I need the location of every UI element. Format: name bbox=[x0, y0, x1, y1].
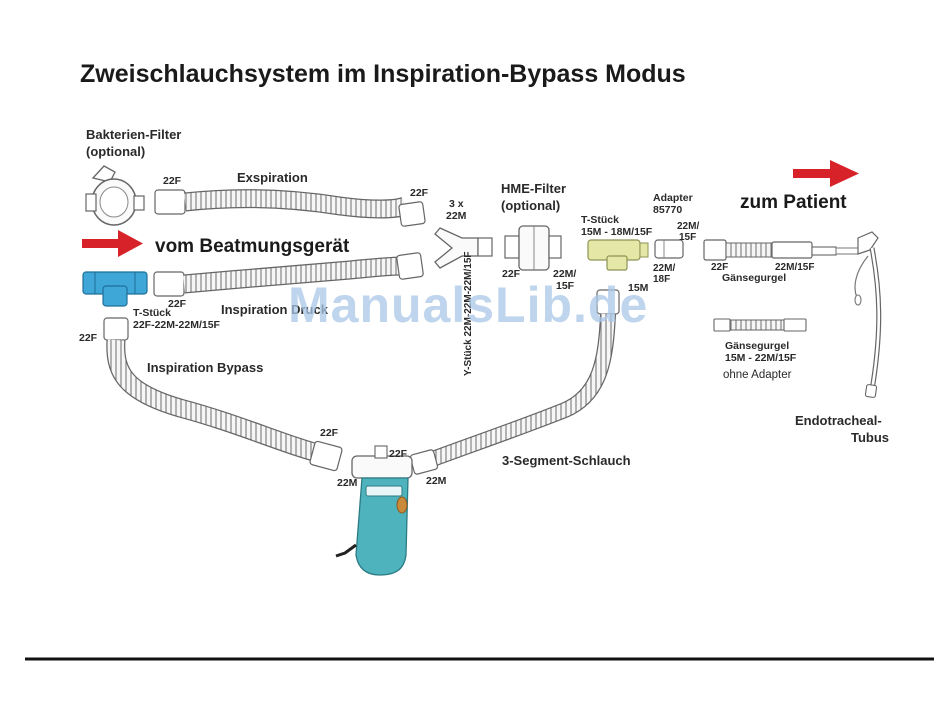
size-22f-g: 22F bbox=[320, 427, 339, 439]
label-hme-filter: HME-Filter bbox=[501, 181, 566, 196]
size-15m: 15M bbox=[628, 282, 649, 294]
size-22f-a: 22F bbox=[163, 175, 182, 187]
label-tube: Tubus bbox=[851, 430, 890, 445]
three-segment-hose bbox=[409, 289, 620, 475]
label-bacteria-filter: Bakterien-Filter bbox=[86, 127, 182, 142]
label-t-piece-left-spec: 22F-22M-22M/15F bbox=[133, 319, 220, 331]
label-t-piece-right: T-Stück bbox=[581, 214, 619, 226]
size-22m-d: 22M/ bbox=[677, 221, 700, 232]
arrow-to-patient bbox=[793, 160, 859, 187]
label-endotracheal: Endotracheal- bbox=[795, 413, 882, 428]
size-22m-b2: 18F bbox=[653, 274, 671, 285]
label-exspiration: Exspiration bbox=[237, 170, 308, 185]
catheter-mount-alt bbox=[713, 318, 807, 332]
label-to-patient: zum Patient bbox=[740, 192, 847, 213]
size-22m-c: 22M/15F bbox=[775, 262, 815, 273]
label-adapter: Adapter bbox=[653, 192, 693, 204]
size-22f-b: 22F bbox=[410, 187, 429, 199]
ventilator-device bbox=[335, 445, 413, 576]
size-22m-f: 22M bbox=[426, 475, 447, 487]
inspiration-bypass-hose bbox=[103, 317, 343, 472]
size-22m-d2: 15F bbox=[679, 232, 697, 243]
label-without-adapter: ohne Adapter bbox=[723, 369, 792, 381]
label-t-piece-left: T-Stück bbox=[133, 307, 171, 319]
inspiration-hose bbox=[153, 252, 424, 297]
label-adapter-number: 85770 bbox=[653, 204, 683, 216]
label-hme-optional: (optional) bbox=[501, 198, 561, 213]
label-catheter-mount-alt-spec: 15M - 22M/15F bbox=[725, 352, 797, 364]
label-bacteria-optional: (optional) bbox=[86, 144, 146, 159]
label-t-piece-right-spec: 15M - 18M/15F bbox=[581, 226, 653, 238]
page-title: Zweischlauchsystem im Inspiration-Bypass… bbox=[80, 60, 686, 88]
size-22f-d: 22F bbox=[79, 332, 98, 344]
adapter bbox=[654, 239, 684, 259]
label-inspiration: Inspiration Druck bbox=[221, 302, 328, 317]
bacteria-filter bbox=[85, 165, 145, 226]
label-three-segment-hose: 3-Segment-Schlauch bbox=[502, 453, 631, 468]
catheter-mount bbox=[703, 239, 813, 261]
endotracheal-tube bbox=[811, 231, 882, 398]
label-catheter-mount: Gänsegurgel bbox=[722, 272, 787, 284]
watermark: ManualsLib.de bbox=[288, 277, 649, 333]
size-22f-c: 22F bbox=[168, 298, 187, 310]
label-y-piece-size: 22M bbox=[446, 210, 467, 222]
label-catheter-mount-alt: Gänsegurgel bbox=[725, 340, 790, 352]
size-22f-h: 22F bbox=[389, 448, 408, 460]
size-22f-f: 22F bbox=[711, 262, 729, 273]
exspiration-hose bbox=[154, 189, 426, 227]
y-piece bbox=[434, 227, 493, 269]
size-22m-e: 22M bbox=[337, 477, 358, 489]
size-22m-b: 22M/ bbox=[653, 263, 676, 274]
size-22m-a2: 15F bbox=[556, 280, 575, 292]
size-22f-e: 22F bbox=[502, 268, 521, 280]
t-piece-yellow bbox=[587, 239, 649, 271]
t-piece-blue bbox=[82, 271, 148, 307]
label-y-piece-count: 3 x bbox=[449, 198, 464, 210]
label-inspiration-bypass: Inspiration Bypass bbox=[147, 360, 264, 375]
hme-filter bbox=[504, 225, 562, 271]
label-from-ventilator: vom Beatmungsgerät bbox=[155, 236, 350, 257]
arrow-from-ventilator bbox=[82, 230, 143, 257]
size-22m-a: 22M/ bbox=[553, 268, 577, 280]
